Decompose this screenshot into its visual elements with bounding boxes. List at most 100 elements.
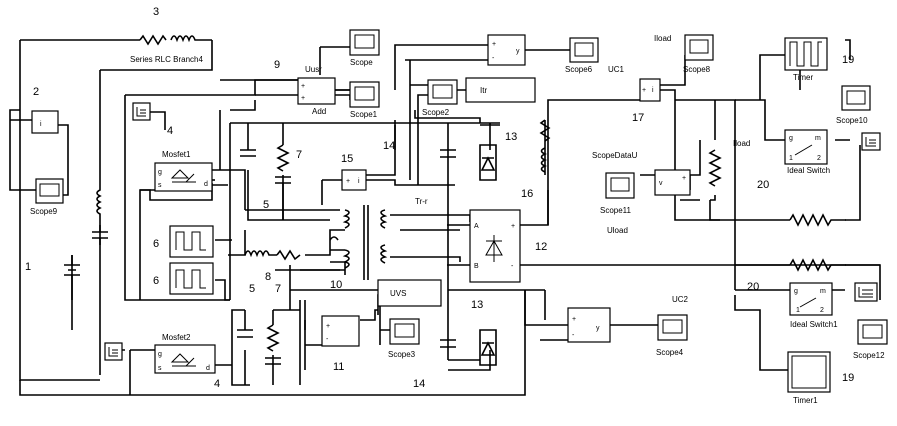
mosfet2-block[interactable]: g s d (154, 344, 216, 374)
label-4-bottom: 4 (214, 378, 220, 390)
scope4-block[interactable] (657, 314, 688, 341)
sum-block-11[interactable]: + - (321, 315, 360, 347)
timer1-block[interactable] (787, 351, 831, 393)
transformer[interactable] (329, 205, 388, 280)
load-resistor-horizontal-2[interactable] (789, 258, 846, 272)
svg-text:+: + (492, 41, 496, 48)
svg-text:-: - (511, 263, 514, 270)
scope-block[interactable] (349, 29, 380, 56)
svg-text:m: m (815, 135, 821, 142)
load-resistor-vertical[interactable] (708, 149, 722, 187)
scope1-block[interactable] (349, 81, 380, 108)
scope12-block[interactable] (857, 319, 888, 345)
scope3-block[interactable] (389, 318, 420, 345)
label-11: 11 (333, 361, 344, 373)
scope2-block[interactable] (427, 79, 458, 105)
label-2: 2 (33, 86, 39, 98)
add-block[interactable]: + + (297, 77, 336, 105)
scope3-label: Scope3 (388, 350, 416, 359)
sum-uc2[interactable]: + - y (567, 307, 611, 343)
bottom-rc-network[interactable] (237, 324, 281, 365)
label-6-bottom: 6 (153, 275, 159, 287)
ideal-switch1-label: Ideal Switch1 (790, 320, 838, 329)
svg-text:y: y (596, 325, 600, 332)
pulse-generator-6-top[interactable] (169, 225, 214, 258)
svg-text:s: s (158, 365, 162, 372)
label-10: 10 (330, 279, 342, 291)
mosfet1-block[interactable]: g s d (154, 162, 213, 192)
uusr-label: Uusr (305, 65, 322, 74)
label-20-bottom: 20 (747, 281, 759, 293)
label-4-top: 4 (167, 125, 173, 137)
svg-text:1: 1 (796, 307, 800, 314)
load-resistor-horizontal-1[interactable] (789, 213, 846, 227)
label-15: 15 (341, 153, 353, 165)
label-1: 1 (25, 261, 31, 273)
ideal-switch1-block[interactable]: g m 1 2 (789, 282, 833, 316)
svg-text:+: + (326, 323, 330, 330)
ground-block-bottom[interactable] (104, 342, 123, 361)
svg-text:+: + (642, 87, 646, 94)
label-12: 12 (535, 241, 547, 253)
mosfet1-label: Mosfet1 (162, 150, 191, 159)
uvs-display[interactable] (377, 279, 442, 307)
sum-uc1[interactable]: + - y (487, 34, 526, 66)
scope9-label: Scope9 (30, 207, 58, 216)
block-15[interactable]: + i (341, 169, 367, 191)
switch-terminator-bottom[interactable] (854, 282, 878, 302)
label-6-top: 6 (153, 238, 159, 250)
sum-block-17[interactable]: + i (639, 78, 661, 102)
scope9-block[interactable] (35, 178, 64, 204)
label-19-top: 19 (842, 54, 854, 66)
svg-text:g: g (158, 169, 162, 176)
svg-text:B: B (474, 263, 479, 270)
iload-label: Iload (654, 34, 671, 43)
bottom-capacitor-diode-13[interactable] (440, 329, 497, 366)
scope2-label: Scope2 (422, 108, 450, 117)
uvs-label: UVS (390, 289, 406, 298)
scope12-label: Scope12 (853, 351, 885, 360)
ideal-switch-block[interactable]: g m 1 2 (784, 129, 828, 165)
timer1-label: Timer1 (793, 396, 818, 405)
series-rlc-branch[interactable] (139, 34, 200, 46)
itr-display[interactable] (465, 77, 536, 103)
svg-text:g: g (158, 351, 162, 358)
voltage-measure-uload[interactable]: v + (654, 169, 691, 196)
series-rl-8[interactable] (244, 249, 301, 261)
scope-label: Scope (350, 58, 373, 67)
tr-label: Tr-r (415, 197, 428, 206)
label-8: 8 (265, 271, 271, 283)
top-capacitor-diode-13[interactable] (440, 144, 497, 181)
uload-label: Uload (607, 226, 628, 235)
svg-text:+: + (346, 178, 350, 185)
svg-text:v: v (659, 180, 663, 187)
label-17: 17 (632, 112, 644, 124)
switch-terminator-top[interactable] (861, 132, 881, 151)
timer-top[interactable] (784, 37, 828, 71)
iload-wire (660, 55, 686, 86)
label-13-bottom: 13 (471, 299, 483, 311)
svg-text:1: 1 (789, 155, 793, 162)
svg-text:d: d (206, 365, 210, 372)
scope6-block[interactable] (569, 37, 599, 63)
svg-text:i: i (652, 87, 654, 94)
scope10-block[interactable] (841, 85, 871, 111)
ground-block-4[interactable] (132, 102, 151, 121)
svg-text:m: m (820, 288, 826, 295)
pulse-generator-6-bottom[interactable] (169, 262, 214, 295)
block-2[interactable]: i (31, 110, 59, 134)
iload-wire-label: Iload (733, 139, 750, 148)
rl-16[interactable] (539, 119, 551, 173)
rectifier-bridge-12[interactable]: A B + - (469, 209, 521, 283)
ideal-switch-label: Ideal Switch (787, 166, 830, 175)
mosfet2-label: Mosfet2 (162, 333, 191, 342)
svg-text:A: A (474, 223, 479, 230)
label-13-top: 13 (505, 131, 517, 143)
label-16: 16 (521, 188, 533, 200)
top-rc-network[interactable] (240, 144, 291, 220)
left-capacitor[interactable] (92, 180, 108, 245)
scope11-block[interactable] (605, 172, 635, 199)
dc-source[interactable] (64, 255, 80, 300)
itr-label: Itr (480, 86, 487, 95)
scope8-block[interactable] (684, 34, 714, 61)
